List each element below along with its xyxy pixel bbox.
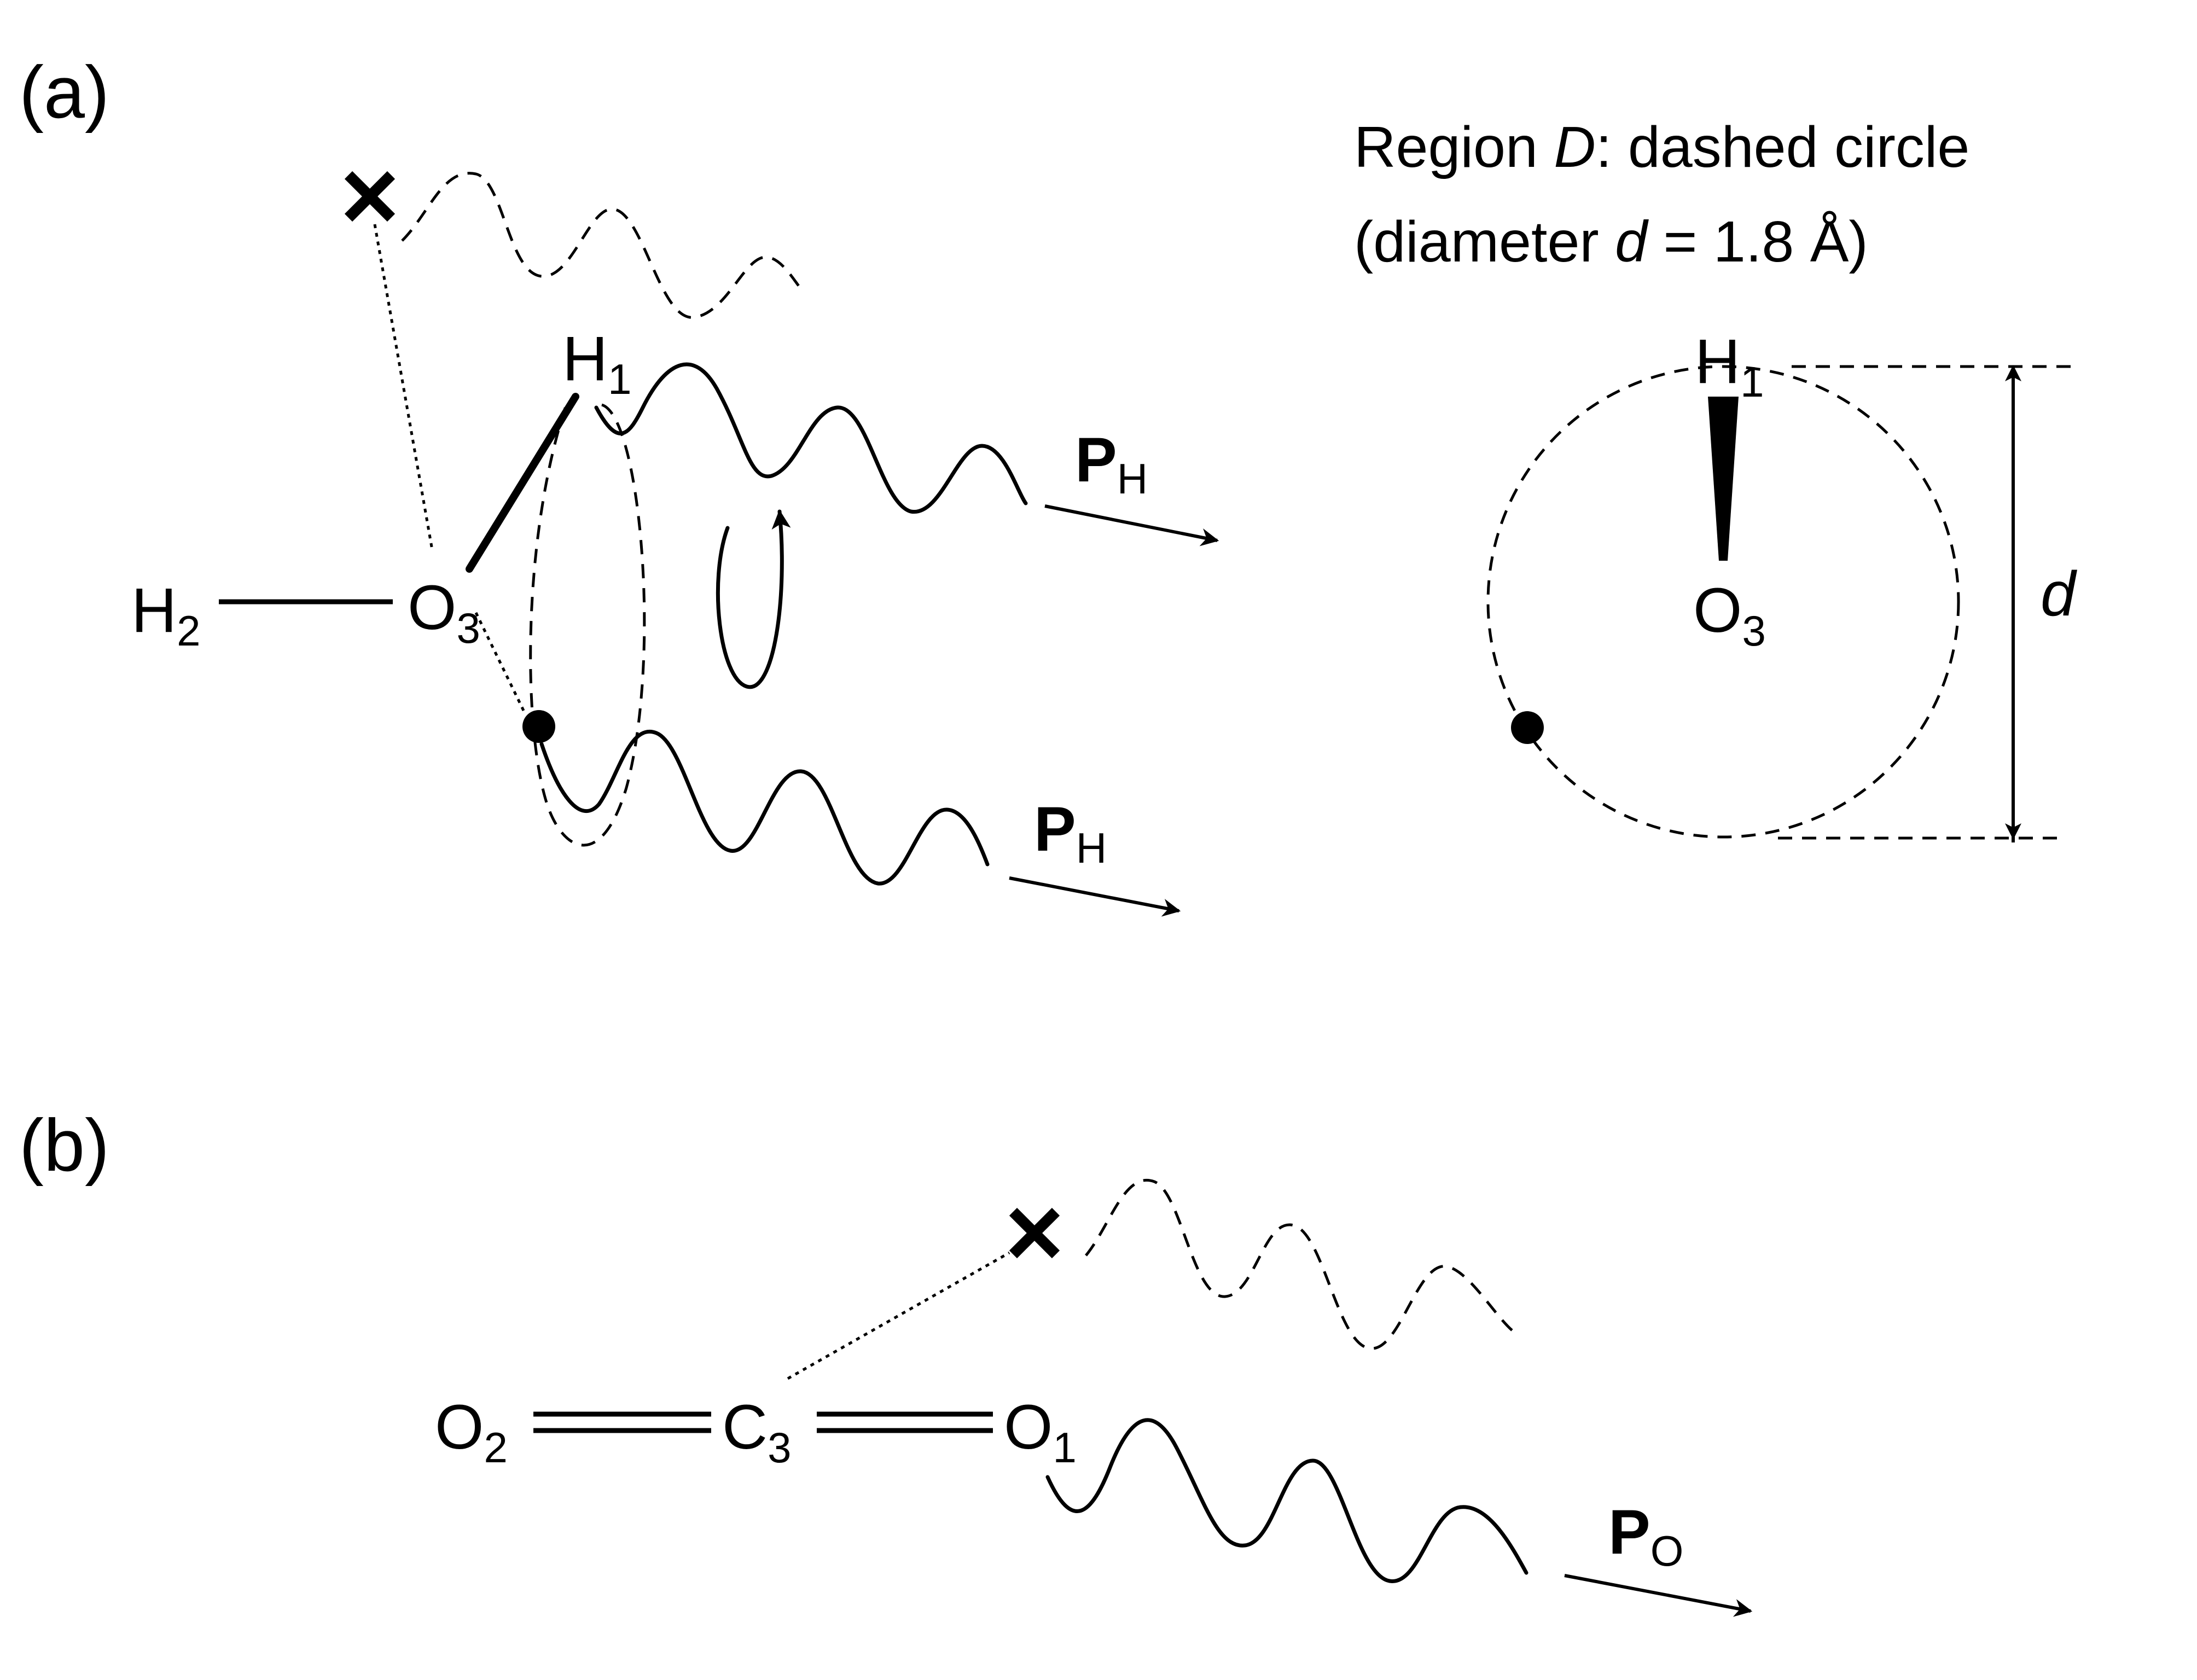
inset-atom-o3: O3 bbox=[1693, 575, 1766, 655]
atom-o2: O2 bbox=[435, 1392, 508, 1472]
cross-marker-b bbox=[1009, 1207, 1060, 1259]
rotation-arrow bbox=[716, 509, 791, 689]
dimension-label-d: d bbox=[2041, 559, 2077, 629]
atom-o3: O3 bbox=[408, 573, 480, 652]
dotted-line-cross-o3 bbox=[373, 224, 434, 550]
inset-dot-marker bbox=[1511, 711, 1544, 744]
momentum-label-lower: PH bbox=[1034, 794, 1107, 872]
momentum-arrow-b bbox=[1564, 1574, 1753, 1617]
momentum-label-b: PO bbox=[1608, 1497, 1683, 1575]
solid-trajectory-wave-b bbox=[1045, 1418, 1528, 1583]
atom-c3: C3 bbox=[722, 1392, 791, 1472]
solid-trajectory-wave-upper bbox=[594, 362, 1028, 514]
inset-wedge-bond bbox=[1708, 397, 1739, 561]
region-d-inset: H1 O3 d bbox=[1486, 327, 2079, 842]
cross-marker-a bbox=[344, 171, 396, 222]
atom-h2: H2 bbox=[131, 575, 200, 655]
region-note-line1: Region D: dashed circle bbox=[1354, 115, 1969, 179]
atom-o1: O1 bbox=[1004, 1392, 1077, 1472]
panel-b: (b) O2 C3 O1 PO bbox=[19, 1104, 1753, 1617]
dotted-line-o3-dot bbox=[474, 612, 527, 715]
region-d-dashed-circle bbox=[1486, 365, 1960, 839]
momentum-arrow-lower bbox=[1009, 876, 1181, 917]
inset-atom-h1: H1 bbox=[1695, 327, 1764, 406]
momentum-label-upper: PH bbox=[1075, 425, 1148, 503]
solid-trajectory-wave-lower bbox=[539, 730, 990, 886]
bond-o3-h1 bbox=[466, 393, 579, 573]
dashed-rotation-ellipse bbox=[529, 403, 646, 847]
dashed-trajectory-wave-a bbox=[401, 172, 805, 319]
panel-b-label: (b) bbox=[19, 1104, 109, 1187]
region-note-line2: (diameter d = 1.8 Å) bbox=[1354, 210, 1868, 274]
dot-marker-a bbox=[522, 710, 555, 743]
atom-h1: H1 bbox=[562, 324, 631, 403]
dotted-line-c3-cross bbox=[787, 1251, 1010, 1380]
panel-a-label: (a) bbox=[19, 51, 109, 133]
dashed-trajectory-wave-b bbox=[1085, 1179, 1519, 1350]
panel-a: (a) H2 O3 H1 bbox=[19, 51, 2079, 917]
momentum-arrow-upper bbox=[1044, 504, 1219, 547]
